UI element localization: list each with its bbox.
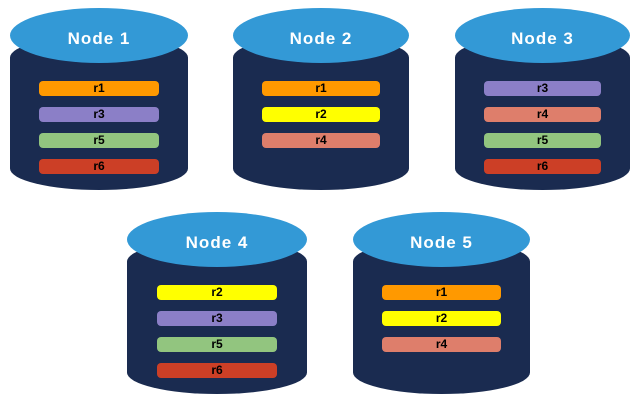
- replica-bar[interactable]: r4: [484, 107, 601, 122]
- replica-bar[interactable]: r2: [262, 107, 380, 122]
- replica-bar[interactable]: r5: [157, 337, 277, 352]
- cylinder-top-disc: [455, 8, 630, 63]
- replica-bar[interactable]: r1: [39, 81, 159, 96]
- replica-bar[interactable]: r3: [484, 81, 601, 96]
- replica-bar[interactable]: r3: [39, 107, 159, 122]
- replica-list: r1 r2 r4: [382, 285, 501, 352]
- replica-bar[interactable]: r2: [157, 285, 277, 300]
- replica-bar[interactable]: r6: [39, 159, 159, 174]
- replica-bar[interactable]: r3: [157, 311, 277, 326]
- replica-bar[interactable]: r1: [262, 81, 380, 96]
- replica-bar[interactable]: r5: [484, 133, 601, 148]
- replica-bar[interactable]: r6: [157, 363, 277, 378]
- cylinder-top-disc: [233, 8, 409, 63]
- cylinder-top-disc: [127, 212, 307, 267]
- replica-list: r3 r4 r5 r6: [484, 81, 601, 174]
- replica-bar[interactable]: r5: [39, 133, 159, 148]
- replica-list: r1 r3 r5 r6: [39, 81, 159, 174]
- replica-bar[interactable]: r4: [262, 133, 380, 148]
- replica-bar[interactable]: r1: [382, 285, 501, 300]
- replica-bar[interactable]: r6: [484, 159, 601, 174]
- cylinder-top-disc: [353, 212, 530, 267]
- replica-bar[interactable]: r4: [382, 337, 501, 352]
- replica-list: r1 r2 r4: [262, 81, 380, 148]
- replica-bar[interactable]: r2: [382, 311, 501, 326]
- replica-list: r2 r3 r5 r6: [157, 285, 277, 378]
- cylinder-top-disc: [10, 8, 188, 63]
